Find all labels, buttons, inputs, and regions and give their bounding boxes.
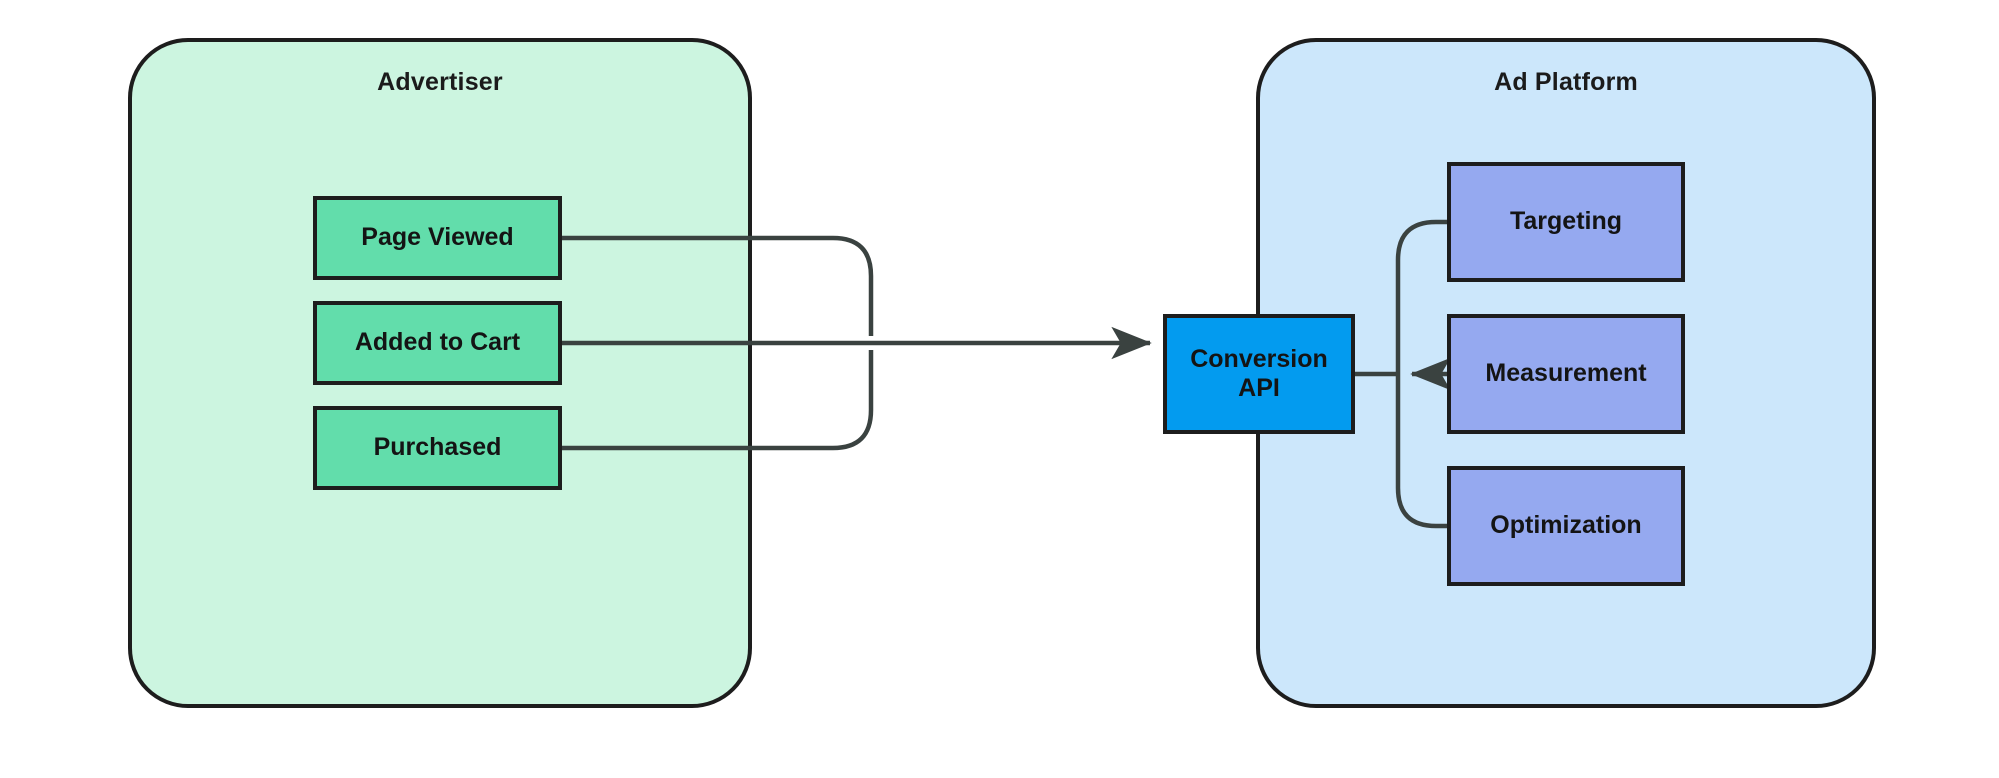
node-targeting[interactable]: Targeting	[1447, 162, 1685, 282]
node-conversion-api-label-line2: API	[1238, 374, 1280, 402]
node-conversion-api-label-line1: Conversion	[1190, 344, 1328, 373]
advertiser-title: Advertiser	[377, 68, 503, 96]
node-measurement-label: Measurement	[1485, 359, 1647, 388]
node-targeting-label: Targeting	[1509, 207, 1623, 236]
node-page-viewed[interactable]: Page Viewed	[313, 196, 562, 280]
ad-platform-title: Ad Platform	[1494, 68, 1638, 96]
node-measurement[interactable]: Measurement	[1447, 314, 1685, 434]
node-added-to-cart[interactable]: Added to Cart	[313, 301, 562, 385]
node-optimization[interactable]: Optimization	[1447, 466, 1685, 586]
node-purchased[interactable]: Purchased	[313, 406, 562, 490]
node-added-to-cart-label: Added to Cart	[354, 328, 521, 357]
node-purchased-label: Purchased	[373, 433, 502, 462]
node-page-viewed-label: Page Viewed	[361, 223, 514, 252]
node-conversion-api-label: Conversion API	[1190, 345, 1328, 404]
node-conversion-api[interactable]: Conversion API	[1163, 314, 1355, 434]
node-optimization-label: Optimization	[1490, 511, 1642, 540]
